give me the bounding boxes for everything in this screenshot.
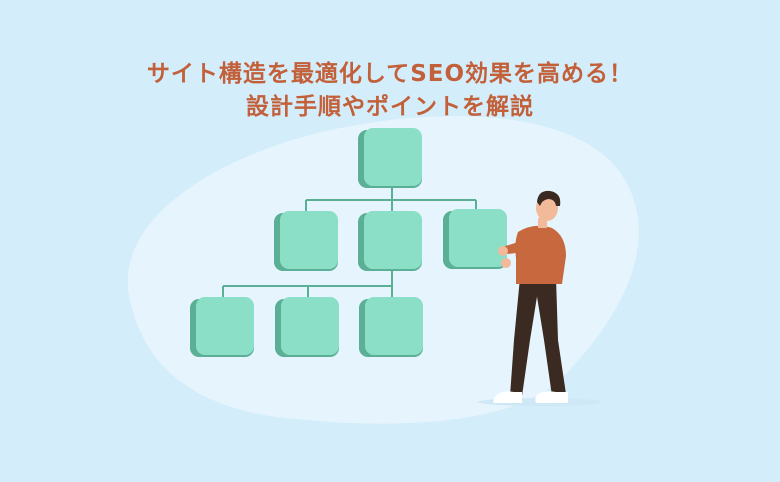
title-line-2: 設計手順やポイントを解説 <box>246 94 534 120</box>
tree-node-level3-center <box>275 297 339 357</box>
tree-node-level2-right <box>443 209 507 269</box>
tree-node-level3-left <box>190 297 254 357</box>
tree-node-level2-center <box>358 211 422 271</box>
title-line-1: サイト構造を最適化してSEO効果を高める！ <box>146 61 634 87</box>
page-title: サイト構造を最適化してSEO効果を高める！ 設計手順やポイントを解説 <box>0 58 780 124</box>
tree-node-root <box>358 128 422 188</box>
tree-node-level2-left <box>274 211 338 271</box>
person-figure <box>478 190 602 406</box>
tree-node-level3-right <box>359 297 423 357</box>
